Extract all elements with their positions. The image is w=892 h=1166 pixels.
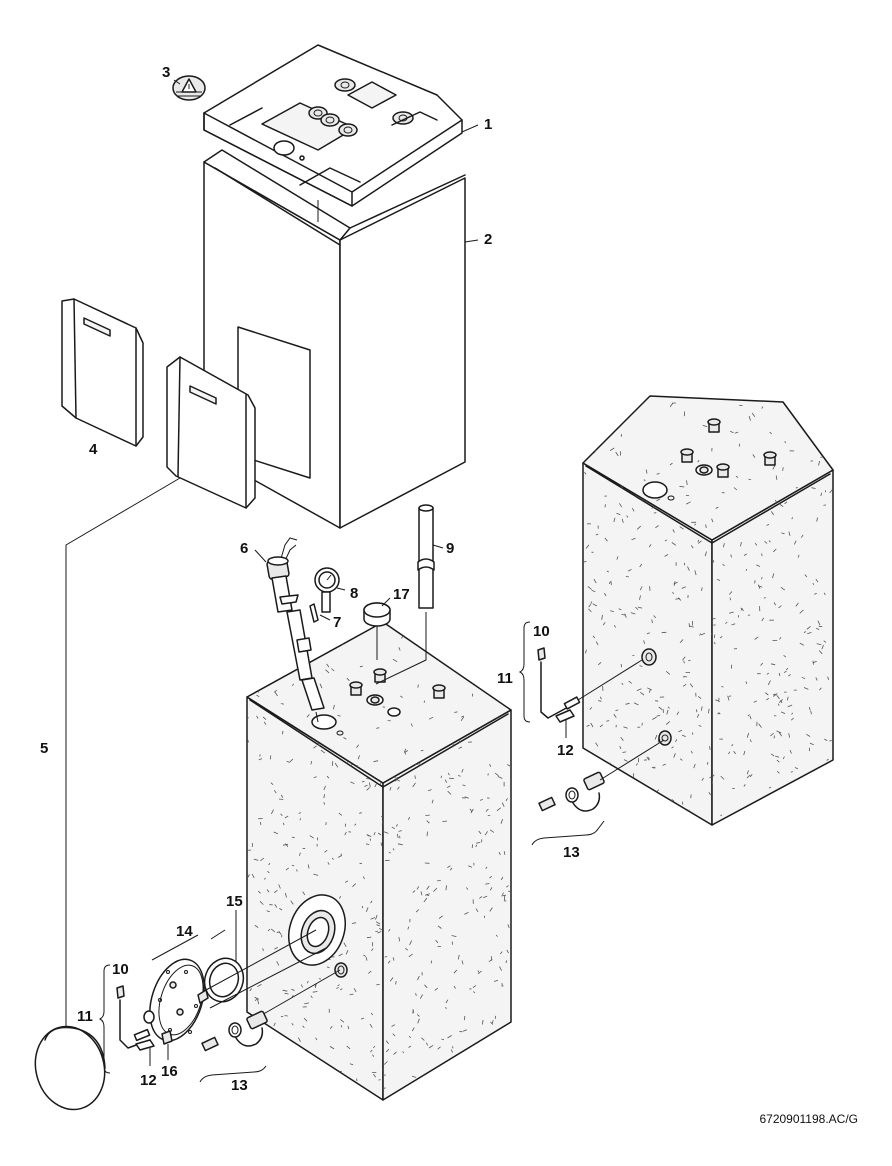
label-part-14: 14 — [176, 923, 193, 940]
storage-tank-rear — [582, 395, 834, 826]
label-part-2: 2 — [484, 231, 492, 248]
label-part-6: 6 — [240, 540, 248, 557]
storage-tank-front — [246, 621, 512, 1101]
label-part-8: 8 — [350, 585, 358, 602]
label-part-1: 1 — [484, 116, 492, 133]
label-part-13-front: 13 — [231, 1077, 248, 1094]
label-part-7: 7 — [333, 614, 341, 631]
callout-labels: 1 2 3 4 5 6 7 8 9 10 10 11 11 12 12 13 1… — [40, 64, 580, 1094]
label-part-9: 9 — [446, 540, 454, 557]
label-part-10-rear: 10 — [533, 623, 550, 640]
label-part-16: 16 — [161, 1063, 178, 1080]
label-part-13-rear: 13 — [563, 844, 580, 861]
leader-lines — [149, 79, 567, 1066]
sensor-probe — [266, 537, 325, 723]
flange-opening — [288, 894, 346, 966]
drawing-reference: 6720901198.AC/G — [759, 1112, 858, 1126]
tank-connections — [349, 668, 446, 717]
label-part-12-front: 12 — [140, 1072, 157, 1089]
label-part-11-rear: 11 — [497, 670, 513, 687]
exploded-axis-lines — [205, 929, 341, 1017]
clip — [309, 603, 319, 623]
immersion-tube — [375, 504, 435, 685]
cover-disc — [34, 1025, 106, 1111]
connector-holes — [308, 78, 414, 137]
label-part-12-rear: 12 — [557, 742, 574, 759]
flange-lid — [149, 958, 209, 1042]
leader-5 — [65, 477, 181, 1030]
plug-assembly-rear — [531, 739, 665, 846]
plug-assembly-front — [199, 1010, 268, 1083]
thermometer — [314, 567, 340, 613]
sensor-pocket-front — [98, 964, 173, 1074]
top-cover — [203, 44, 463, 207]
side-panel-front — [166, 356, 256, 509]
label-part-3: 3 — [162, 64, 170, 81]
label-part-15: 15 — [226, 893, 243, 910]
label-part-11-front: 11 — [77, 1008, 93, 1025]
warning-badge — [172, 75, 206, 101]
label-part-17: 17 — [393, 586, 410, 603]
tank-connections-rear — [680, 418, 777, 478]
label-part-5: 5 — [40, 740, 48, 757]
tank-socket — [334, 962, 348, 978]
cap — [363, 602, 391, 660]
side-panel-back — [61, 298, 144, 447]
label-part-10-front: 10 — [112, 961, 129, 978]
sensor-pocket-rear — [518, 621, 643, 723]
label-part-4: 4 — [89, 441, 98, 458]
